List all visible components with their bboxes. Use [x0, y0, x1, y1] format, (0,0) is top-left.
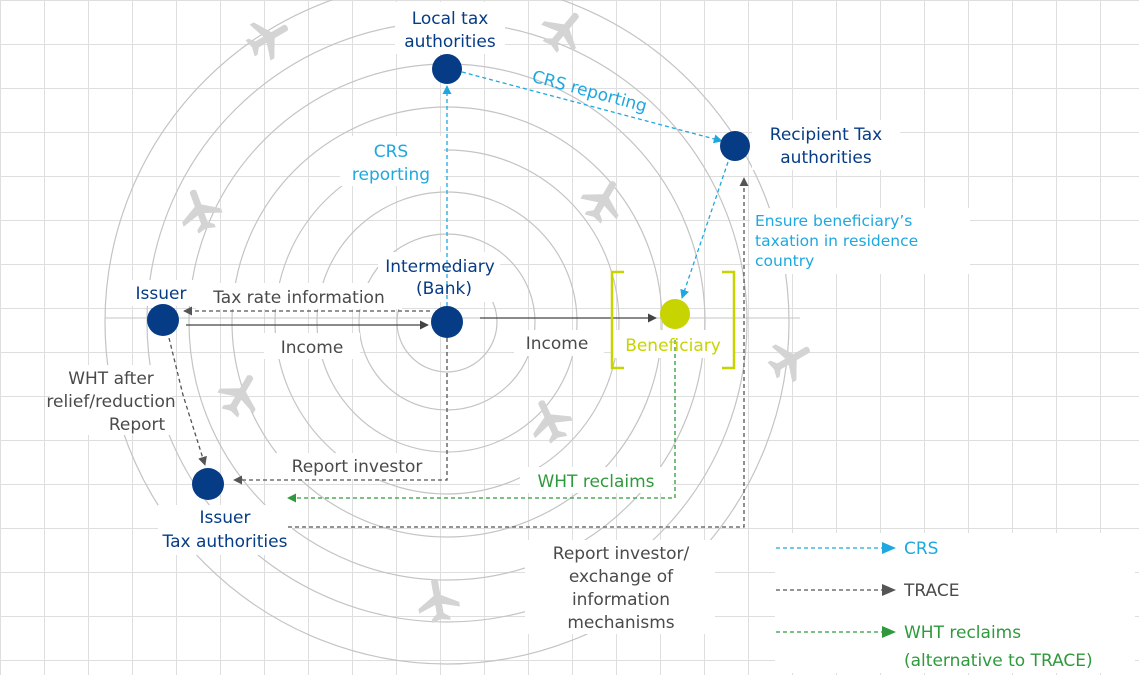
issuer-node — [147, 304, 179, 336]
svg-text:country: country — [755, 252, 814, 270]
tax-rate-information-label: Tax rate information — [212, 288, 385, 308]
income-right-label: Income — [526, 334, 589, 354]
wht-reclaims-path — [287, 340, 676, 503]
ensure-label: Ensure beneficiary’s taxation in residen… — [755, 212, 918, 270]
local-tax-authorities-node — [432, 54, 462, 84]
income-left-label: Income — [281, 338, 344, 358]
issuer-label: Issuer — [136, 284, 187, 304]
wht-after-label-2: relief/reduction — [46, 392, 175, 412]
recipient-tax-label-1: Recipient Tax — [770, 125, 882, 145]
svg-text:Ensure beneficiary’s: Ensure beneficiary’s — [755, 212, 912, 230]
crs-reporting-top-label: CRS reporting — [530, 67, 649, 117]
legend-wht-arrow — [882, 626, 896, 638]
airplane-icon — [239, 8, 298, 67]
report-exchange-label-2: exchange of — [569, 567, 674, 587]
legend-wht-note: (alternative to TRACE) — [904, 651, 1093, 671]
trace-issuer-to-issuer-tax — [168, 337, 207, 466]
report-exchange-label-4: mechanisms — [567, 613, 674, 633]
trace-report-investor — [233, 338, 448, 485]
airplane-icon — [172, 182, 227, 238]
crs-recipient-to-beneficiary — [680, 161, 729, 299]
crs-reporting-left-label-2: reporting — [352, 165, 430, 185]
intermediary-label-2: (Bank) — [416, 279, 472, 299]
recipient-tax-label-2: authorities — [780, 148, 872, 168]
recipient-tax-authorities-node — [720, 131, 750, 161]
legend-trace-arrow — [882, 584, 896, 596]
airplane-icon — [761, 330, 820, 389]
airplane-icon — [413, 575, 462, 625]
label-backdrops — [50, 2, 1135, 673]
trace-report-exchange — [288, 177, 749, 528]
beneficiary-node — [660, 299, 690, 329]
legend-wht-label: WHT reclaims — [904, 623, 1021, 643]
nodes — [147, 54, 750, 500]
report-exchange-label-1: Report investor/ — [553, 544, 690, 564]
intermediary-node — [431, 306, 463, 338]
beneficiary-brackets — [610, 270, 736, 370]
issuer-tax-label-2: Tax authorities — [162, 532, 288, 552]
wht-after-label-1: WHT after — [68, 369, 154, 389]
legend-trace-label: TRACE — [903, 581, 959, 601]
intermediary-label-1: Intermediary — [385, 257, 495, 277]
report-exchange-label-3: information — [572, 590, 670, 610]
connectors — [168, 71, 749, 528]
svg-text:taxation in residence: taxation in residence — [755, 232, 918, 250]
report-investor-label: Report investor — [292, 457, 423, 477]
issuer-tax-label-1: Issuer — [200, 508, 251, 528]
beneficiary-label: Beneficiary — [625, 336, 721, 356]
crs-reporting-left-label-1: CRS — [374, 142, 408, 162]
legend-crs-label: CRS — [904, 539, 938, 559]
wht-after-label-3: Report — [109, 415, 166, 435]
crs-local-to-recipient — [461, 71, 723, 144]
issuer-tax-authorities-node — [192, 468, 224, 500]
legend: CRS TRACE WHT reclaims (alternative to T… — [776, 539, 1093, 671]
local-tax-label-1: Local tax — [412, 9, 489, 29]
node-labels: Local tax authorities Recipient Tax auth… — [136, 9, 883, 552]
airplane-icon — [533, 0, 594, 61]
wht-reclaims-label: WHT reclaims — [537, 472, 654, 492]
local-tax-label-2: authorities — [404, 32, 496, 52]
legend-crs-arrow — [882, 542, 896, 554]
